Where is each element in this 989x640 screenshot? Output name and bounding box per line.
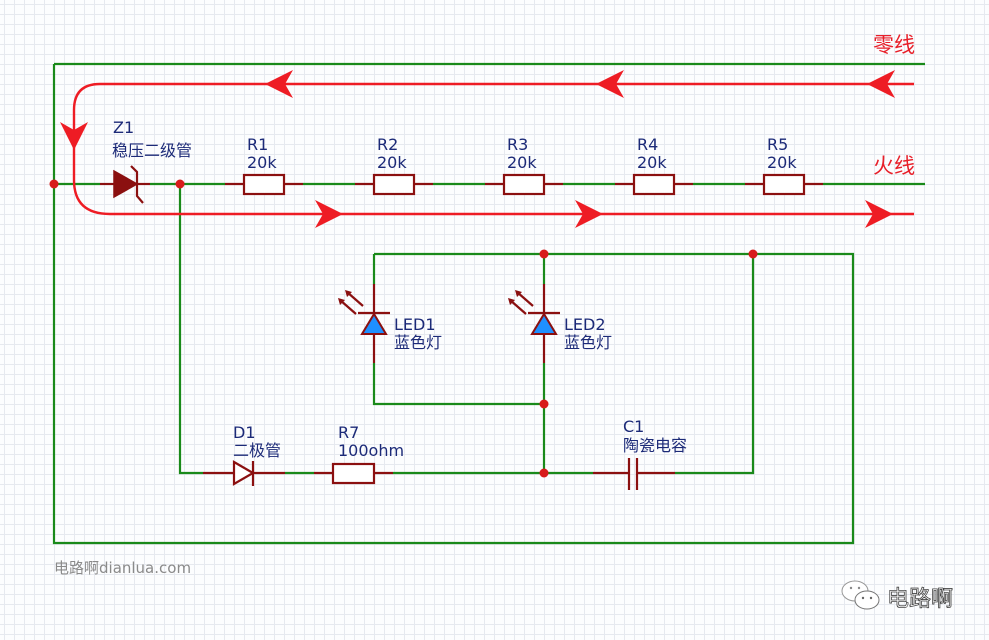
junction-node	[49, 179, 59, 189]
r2-ref-label: R2	[377, 135, 398, 154]
branch-wire-down	[178, 184, 203, 475]
arrow-down-icon	[60, 122, 88, 150]
r4-ref-label: R4	[637, 135, 658, 154]
left-outer-wire	[52, 64, 855, 545]
junction-node	[748, 249, 758, 259]
junction-node	[175, 179, 185, 189]
resistor-r1[interactable]	[225, 173, 303, 196]
arrow-right-icon	[315, 200, 343, 228]
zener-z1[interactable]	[100, 165, 150, 204]
r5-value-label: 20k	[767, 153, 797, 172]
capacitor-c1[interactable]	[593, 458, 675, 490]
arrow-right-icon	[575, 200, 603, 228]
neutral-line-label: 零线	[873, 33, 915, 57]
r3-ref-label: R3	[507, 135, 528, 154]
led2[interactable]	[508, 284, 560, 363]
led1[interactable]	[338, 284, 390, 363]
light-emission-arrows-icon	[338, 290, 364, 315]
led1-ref-label: LED1	[394, 315, 436, 334]
junction-node	[539, 249, 549, 259]
arrow-right-icon	[865, 200, 893, 228]
r7-value-label: 100ohm	[338, 441, 404, 460]
resistor-r2[interactable]	[355, 173, 433, 196]
junction-node	[539, 399, 549, 409]
resistor-r7[interactable]	[314, 462, 393, 485]
r1-value-label: 20k	[247, 153, 277, 172]
led2-desc-label: 蓝色灯	[564, 333, 612, 352]
d1-desc-label: 二极管	[233, 441, 281, 460]
led1-bottom-wire	[372, 363, 544, 406]
r4-value-label: 20k	[637, 153, 667, 172]
live-line-label: 火线	[873, 154, 915, 178]
r7-ref-label: R7	[338, 423, 359, 442]
r1-ref-label: R1	[247, 135, 268, 154]
site-watermark: 电路啊dianlua.com	[54, 559, 191, 577]
r5-ref-label: R5	[767, 135, 788, 154]
arrow-left-icon	[596, 70, 624, 98]
r2-value-label: 20k	[377, 153, 407, 172]
wire-c1-right	[675, 254, 755, 475]
current-flow-path	[60, 70, 914, 228]
wires	[52, 62, 925, 545]
z1-desc-label: 稳压二级管	[112, 141, 192, 160]
junction-node	[539, 468, 549, 478]
diode-d1[interactable]	[203, 460, 285, 486]
brand-watermark: 电路啊	[887, 587, 953, 612]
d1-ref-label: D1	[233, 423, 256, 442]
led2-ref-label: LED2	[564, 315, 606, 334]
resistor-r5[interactable]	[745, 173, 823, 196]
r3-value-label: 20k	[507, 153, 537, 172]
c1-desc-label: 陶瓷电容	[623, 436, 687, 455]
wechat-icon	[841, 580, 880, 610]
led1-desc-label: 蓝色灯	[394, 333, 442, 352]
c1-ref-label: C1	[623, 417, 644, 436]
arrow-left-icon	[867, 70, 895, 98]
resistor-r4[interactable]	[615, 173, 693, 196]
z1-ref-label: Z1	[113, 118, 134, 137]
light-emission-arrows-icon	[508, 290, 534, 315]
resistor-r3[interactable]	[485, 173, 563, 196]
arrow-left-icon	[265, 70, 293, 98]
junctions	[49, 179, 758, 478]
